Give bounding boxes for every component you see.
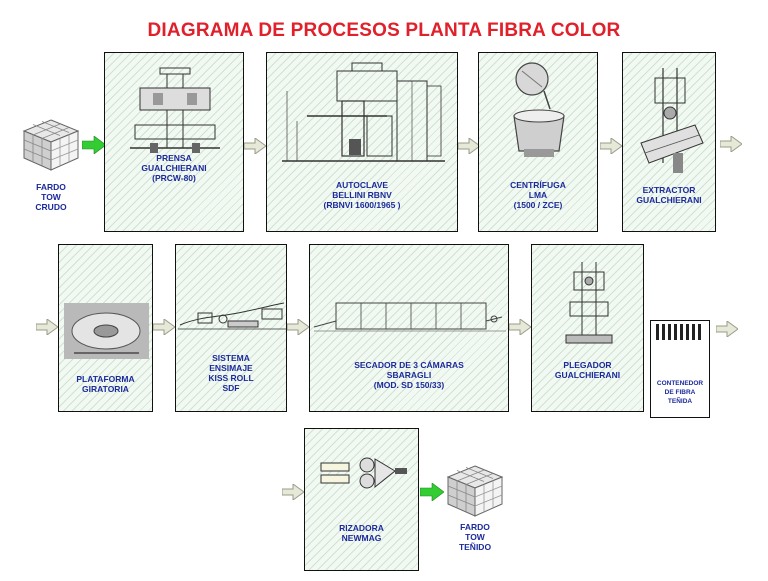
extractor-machine-icon [640, 68, 704, 173]
step-plegador-label: PLEGADOR GUALCHIERANI [554, 360, 621, 380]
gray-arrow-icon [244, 138, 266, 154]
gray-arrow-icon [600, 138, 622, 154]
gray-arrow-icon [716, 321, 738, 337]
dyed-fiber-container: CONTENEDOR DE FIBRA TEÑIDA [650, 320, 710, 418]
centrifuge-machine-icon [513, 62, 565, 157]
step-autoclave-box: AUTOCLAVE BELLINI RBNV (RBNVI 1600/1965 … [266, 52, 458, 232]
rotating-platform-icon [64, 303, 149, 359]
dyed-tow-bale-icon [446, 465, 504, 517]
folder-machine-icon [565, 262, 613, 344]
step-extractor-label: EXTRACTOR GUALCHIERANI [636, 185, 702, 205]
container-label: CONTENEDOR DE FIBRA TEÑIDA [656, 380, 704, 405]
gray-arrow-icon [282, 484, 304, 500]
kiss-roll-machine-icon [178, 302, 286, 330]
end-bale-label: FARDO TOW TEÑIDO [458, 522, 492, 552]
step-centrifuga-label: CENTRÍFUGA LMA (1500 / ZCE) [510, 180, 566, 210]
step-ensimaje-box: SISTEMA ENSIMAJE KISS ROLL SDF [175, 244, 287, 412]
step-ensimaje-label: SISTEMA ENSIMAJE KISS ROLL SDF [208, 353, 254, 393]
step-plataforma-label: PLATAFORMA GIRATORIA [76, 374, 135, 394]
raw-tow-bale-icon [22, 119, 80, 171]
gray-arrow-icon [720, 136, 742, 152]
crimper-machine-icon [320, 457, 407, 489]
step-autoclave-label: AUTOCLAVE BELLINI RBNV (RBNVI 1600/1965 … [323, 180, 401, 210]
green-arrow-icon [420, 483, 444, 501]
step-secador-label: SECADOR DE 3 CÁMARAS SBARAGLI (MOD. SD 1… [354, 360, 464, 390]
gray-arrow-icon [287, 319, 309, 335]
dryer-machine-icon [314, 302, 506, 332]
step-prensa-label: PRENSA GUALCHIERANI (PRCW-80) [141, 153, 207, 183]
step-rizadora-box: RIZADORA NEWMAG [304, 428, 419, 571]
step-prensa-box: PRENSA GUALCHIERANI (PRCW-80) [104, 52, 244, 232]
step-centrifuga-box: CENTRÍFUGA LMA (1500 / ZCE) [478, 52, 598, 232]
step-rizadora-label: RIZADORA NEWMAG [339, 523, 384, 543]
step-extractor-box: EXTRACTOR GUALCHIERANI [622, 52, 716, 232]
gray-arrow-icon [36, 319, 58, 335]
step-plegador-box: PLEGADOR GUALCHIERANI [531, 244, 644, 412]
autoclave-machine-icon [282, 62, 445, 162]
step-plataforma-box: PLATAFORMA GIRATORIA [58, 244, 153, 412]
gray-arrow-icon [509, 319, 531, 335]
gray-arrow-icon [153, 319, 175, 335]
green-arrow-icon [82, 136, 106, 154]
press-machine-icon [130, 67, 220, 153]
gray-arrow-icon [458, 138, 480, 154]
diagram-title: DIAGRAMA DE PROCESOS PLANTA FIBRA COLOR [147, 20, 621, 41]
container-bars-icon [655, 323, 705, 341]
step-secador-box: SECADOR DE 3 CÁMARAS SBARAGLI (MOD. SD 1… [309, 244, 509, 412]
start-bale-label: FARDO TOW CRUDO [35, 182, 67, 212]
